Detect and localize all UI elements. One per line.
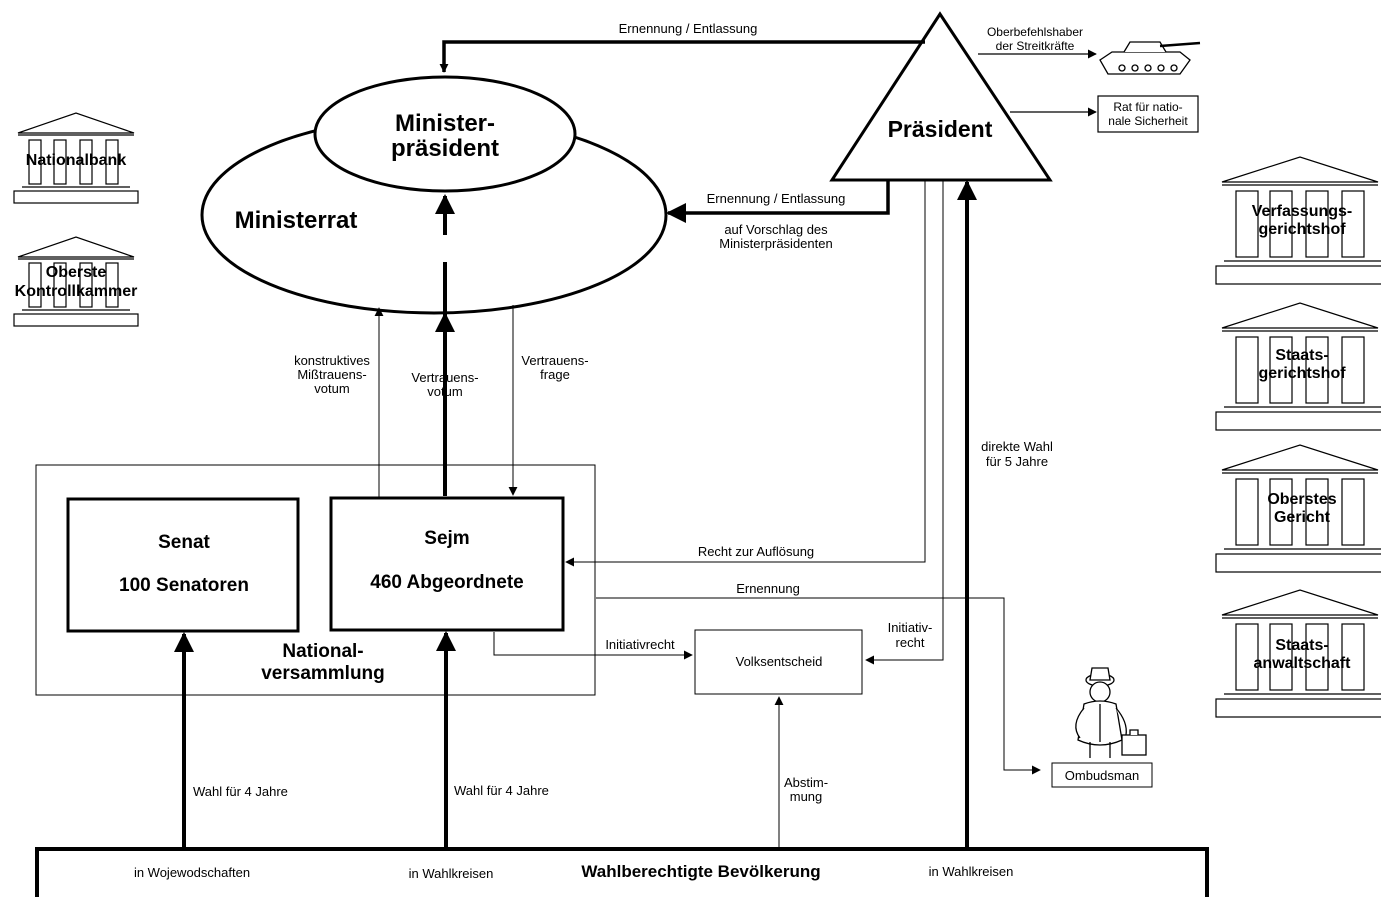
prosecutors-office-label: Staats- (1275, 637, 1328, 654)
ombudsman-person-icon (1075, 667, 1147, 758)
electorate-label: Wahlberechtigte Bevölkerung (581, 862, 820, 881)
president-initiative-label-2: recht (896, 635, 925, 650)
constitutional-court-label: Verfassungs- (1252, 203, 1352, 220)
tank-icon (1099, 41, 1201, 75)
president-initiative-arrow (865, 180, 944, 665)
prosecutors-office-label-2: anwaltschaft (1254, 655, 1352, 672)
state-tribunal-building-icon (1215, 302, 1381, 431)
direct-election-label-2: für 5 Jahre (986, 454, 1048, 469)
appointment-label: Ernennung (736, 581, 800, 596)
in-constituencies-label: in Wahlkreisen (409, 866, 494, 881)
senate-box (66, 497, 300, 633)
supreme-audit-building-icon (13, 236, 139, 327)
ombudsman-label: Ombudsman (1065, 768, 1139, 783)
confidence-question-label-2: frage (540, 367, 570, 382)
prime-minister-label: Minister- (395, 110, 495, 137)
supreme-court-label-2: Gericht (1274, 509, 1331, 526)
council-of-ministers-label: Ministerrat (235, 207, 358, 234)
commander-label-2: der Streitkräfte (996, 39, 1075, 53)
prime-minister-oval (313, 75, 577, 193)
mid-arrow-label: Ernennung / Entlassung (707, 191, 846, 206)
supreme-audit-label: Oberste (46, 264, 107, 281)
initiative-right-label: Initiativrecht (605, 637, 675, 652)
senate-members: 100 Senatoren (119, 575, 249, 596)
on-proposal-label: auf Vorschlag des (724, 222, 828, 237)
security-council-label: Rat für natio- (1113, 100, 1182, 114)
dissolution-right-label: Recht zur Auflösung (698, 544, 814, 559)
state-tribunal-label: Staats- (1275, 347, 1328, 364)
senate-election-label: Wahl für 4 Jahre (193, 784, 288, 799)
state-tribunal-label-2: gerichtshof (1258, 365, 1346, 382)
national-bank-building-icon (13, 112, 139, 204)
appointment-arrow-top (439, 40, 925, 73)
ombudsman-box (1051, 762, 1153, 788)
sejm-title: Sejm (424, 528, 469, 549)
president-triangle (829, 11, 1053, 182)
supreme-court-building-icon (1215, 444, 1381, 573)
prime-minister-label-2: präsident (391, 135, 499, 162)
security-council-label-2: nale Sicherheit (1108, 114, 1188, 128)
in-constituencies-label-2: in Wahlkreisen (929, 864, 1014, 879)
appointment-arrow-council (666, 180, 890, 223)
confidence-vote-label-2: votum (427, 384, 462, 399)
direct-election-label: direkte Wahl (981, 439, 1053, 454)
security-council-box (1097, 95, 1199, 133)
senate-title: Senat (158, 532, 210, 553)
commander-label: Oberbefehlshaber (987, 25, 1083, 39)
national-assembly-label: National- (282, 641, 363, 662)
vote-label: Abstim- (784, 775, 828, 790)
confidence-vote-label: Vertrauens- (411, 370, 478, 385)
constitutional-court-building-icon (1215, 156, 1381, 285)
constitutional-court-label-2: gerichtshof (1258, 221, 1346, 238)
confidence-question-label: Vertrauens- (521, 353, 588, 368)
national-assembly-frame (35, 464, 596, 696)
electorate-box (35, 847, 1209, 897)
supreme-audit-label-2: Kontrollkammer (15, 283, 138, 300)
national-bank-label: Nationalbank (26, 152, 127, 169)
top-arrow-label: Ernennung / Entlassung (619, 21, 758, 36)
constructive-vote-label-3: votum (314, 381, 349, 396)
referendum-label: Volksentscheid (736, 654, 823, 669)
president-label: Präsident (888, 116, 993, 142)
prosecutors-office-building-icon (1215, 589, 1381, 718)
constructive-vote-label-2: Mißtrauens- (297, 367, 366, 382)
sejm-members: 460 Abgeordnete (370, 572, 523, 593)
supreme-court-label: Oberstes (1267, 491, 1336, 508)
sejm-box (329, 496, 565, 632)
vote-label-2: mung (790, 789, 823, 804)
dissolution-arrow (565, 180, 926, 567)
on-proposal-label-2: Ministerpräsidenten (719, 236, 832, 251)
president-initiative-label: Initiativ- (888, 620, 933, 635)
ombudsman-appointment-arrow (596, 597, 1041, 775)
referendum-box (694, 629, 863, 695)
national-assembly-label-2: versammlung (261, 663, 385, 684)
in-voivodeships-label: in Wojewodschaften (134, 865, 250, 880)
initiative-right-arrow (493, 632, 693, 660)
constructive-vote-label: konstruktives (294, 353, 370, 368)
sejm-election-label: Wahl für 4 Jahre (454, 783, 549, 798)
